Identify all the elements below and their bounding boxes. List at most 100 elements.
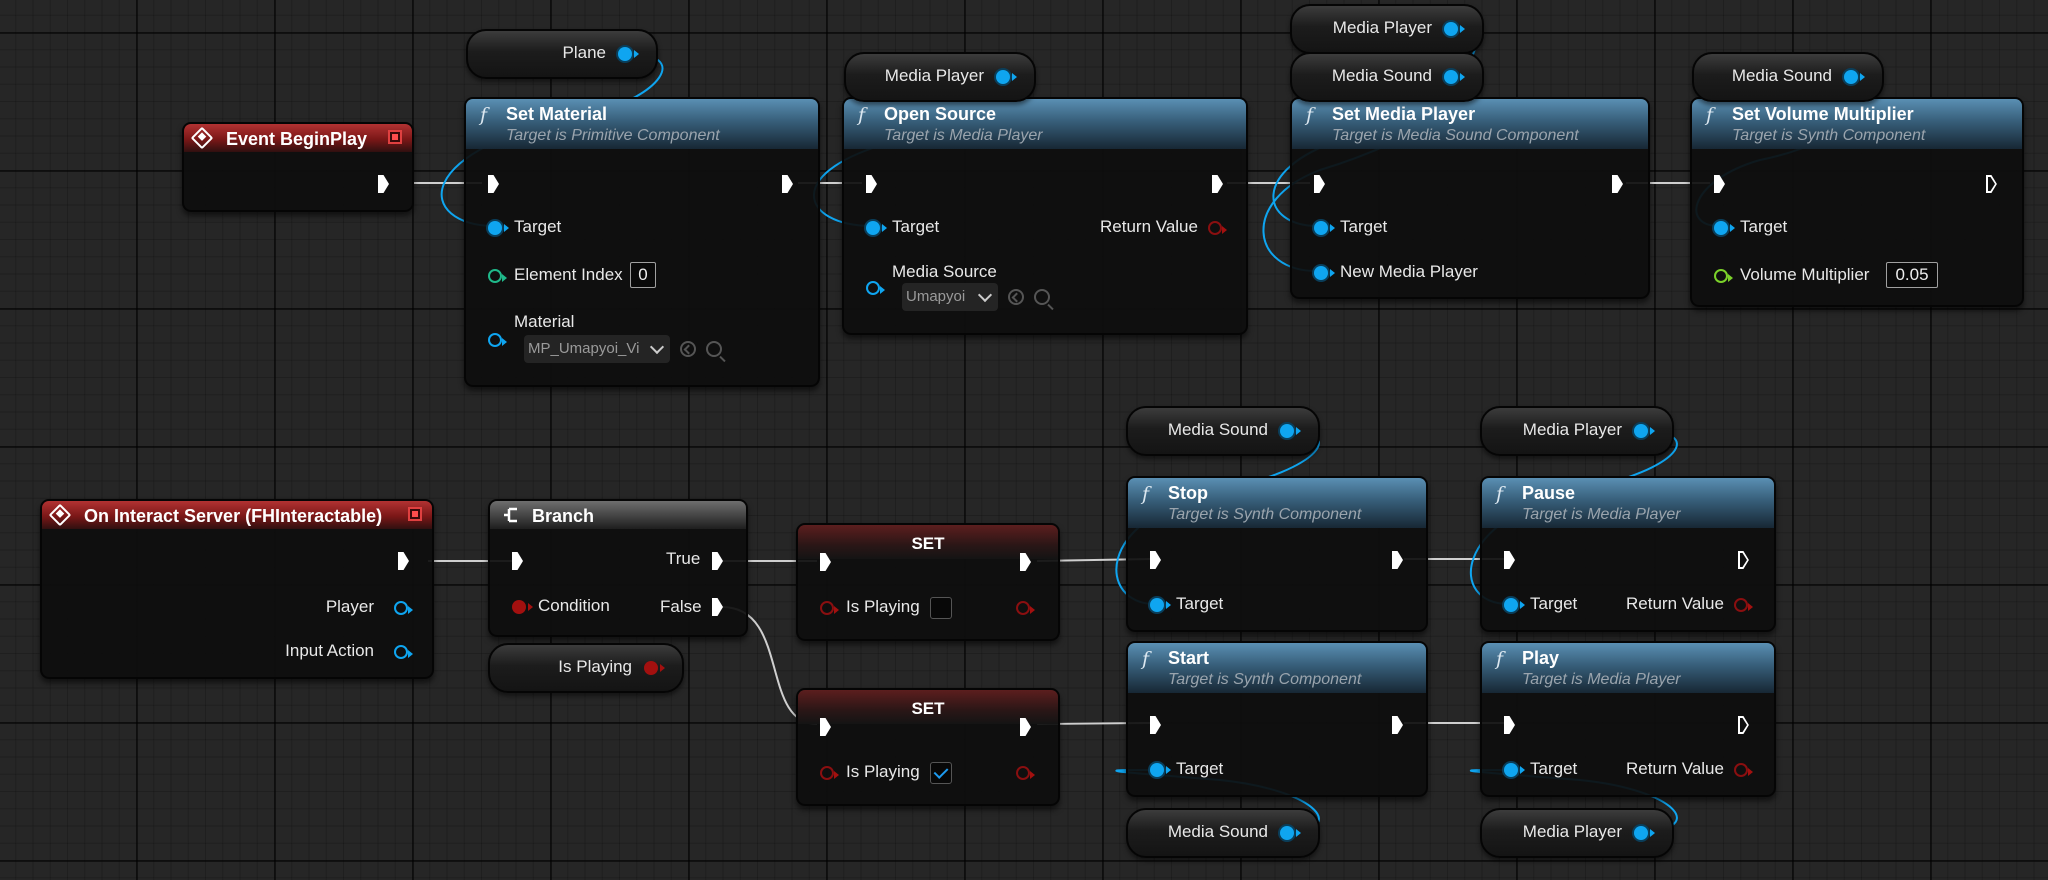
exec-out-pin[interactable] — [1738, 716, 1749, 734]
search-icon[interactable] — [706, 341, 722, 357]
exec-in-pin[interactable] — [1504, 716, 1515, 734]
volume-multiplier-pin[interactable] — [1714, 269, 1733, 283]
pause-node[interactable]: f Pause Target is Media Player Target Re… — [1480, 476, 1776, 632]
media-sound-getter-node-2[interactable]: Media Sound — [1692, 52, 1884, 102]
branch-node[interactable]: Branch True Condition False — [488, 499, 748, 637]
exec-in-pin[interactable] — [1504, 551, 1515, 569]
delegate-pin-icon[interactable] — [388, 130, 402, 144]
search-icon[interactable] — [1034, 289, 1050, 305]
target-pin[interactable] — [1150, 763, 1171, 777]
volume-multiplier-input[interactable]: 0.05 — [1886, 262, 1938, 288]
exec-in-pin[interactable] — [512, 552, 523, 570]
use-selected-icon[interactable] — [1008, 289, 1024, 305]
media-sound-pin[interactable] — [1280, 424, 1301, 438]
function-icon: f — [858, 104, 866, 126]
plane-getter-node[interactable]: Plane — [466, 29, 658, 79]
chevron-down-icon — [977, 287, 993, 303]
return-value-pin[interactable] — [1734, 598, 1753, 612]
exec-out-pin[interactable] — [1020, 553, 1031, 571]
is-playing-pin[interactable] — [644, 661, 665, 675]
function-icon: f — [1142, 483, 1150, 505]
start-node[interactable]: f Start Target is Synth Component Target — [1126, 641, 1428, 797]
media-source-pin[interactable] — [866, 281, 885, 295]
new-media-player-pin[interactable] — [1314, 266, 1335, 280]
material-dropdown[interactable]: MP_Umapyoi_Vi — [524, 335, 670, 363]
element-index-pin[interactable] — [488, 269, 507, 283]
is-playing-checkbox[interactable] — [930, 762, 952, 784]
target-pin[interactable] — [1314, 221, 1335, 235]
is-playing-out-pin[interactable] — [1016, 601, 1035, 615]
exec-out-pin[interactable] — [398, 552, 409, 570]
exec-out-pin[interactable] — [1212, 175, 1223, 193]
open-source-node[interactable]: f Open Source Target is Media Player Tar… — [842, 97, 1248, 335]
is-playing-in-pin[interactable] — [820, 601, 839, 615]
exec-out-pin[interactable] — [1020, 718, 1031, 736]
media-sound-pin[interactable] — [1280, 826, 1301, 840]
media-sound-pin[interactable] — [1844, 70, 1865, 84]
false-exec-pin[interactable] — [712, 598, 723, 616]
target-pin[interactable] — [1714, 221, 1735, 235]
is-playing-getter-node[interactable]: Is Playing — [488, 643, 684, 693]
is-playing-checkbox[interactable] — [930, 597, 952, 619]
node-title: Set Media Player — [1332, 104, 1476, 124]
media-player-pin[interactable] — [996, 70, 1017, 84]
is-playing-in-pin[interactable] — [820, 766, 839, 780]
exec-in-pin[interactable] — [1714, 175, 1725, 193]
exec-in-pin[interactable] — [866, 175, 877, 193]
exec-out-pin[interactable] — [1392, 716, 1403, 734]
true-exec-pin[interactable] — [712, 552, 723, 570]
exec-in-pin[interactable] — [820, 718, 831, 736]
exec-out-pin[interactable] — [1612, 175, 1623, 193]
play-node[interactable]: f Play Target is Media Player Target Ret… — [1480, 641, 1776, 797]
exec-out-pin[interactable] — [782, 175, 793, 193]
target-pin[interactable] — [1150, 598, 1171, 612]
event-beginplay-node[interactable]: Event BeginPlay — [182, 122, 414, 212]
exec-in-pin[interactable] — [820, 553, 831, 571]
is-playing-out-pin[interactable] — [1016, 766, 1035, 780]
use-selected-icon[interactable] — [680, 341, 696, 357]
media-source-dropdown[interactable]: Umapyoi — [902, 283, 998, 311]
media-sound-getter-node-4[interactable]: Media Sound — [1126, 808, 1320, 858]
exec-out-pin[interactable] — [1392, 551, 1403, 569]
element-index-input[interactable]: 0 — [630, 262, 656, 288]
plane-pin[interactable] — [618, 47, 639, 61]
media-player-pin[interactable] — [1634, 424, 1655, 438]
target-pin[interactable] — [1504, 598, 1525, 612]
set-volume-multiplier-node[interactable]: f Set Volume Multiplier Target is Synth … — [1690, 97, 2024, 307]
delegate-pin-icon[interactable] — [408, 507, 422, 521]
exec-in-pin[interactable] — [1150, 551, 1161, 569]
return-value-pin[interactable] — [1734, 763, 1753, 777]
media-player-getter-node-4[interactable]: Media Player — [1480, 808, 1674, 858]
set-is-playing-node-1[interactable]: SET Is Playing — [796, 523, 1060, 641]
media-player-pin[interactable] — [1634, 826, 1655, 840]
event-icon — [48, 503, 72, 527]
function-icon: f — [1706, 104, 1714, 126]
media-sound-getter-node-3[interactable]: Media Sound — [1126, 406, 1320, 456]
exec-in-pin[interactable] — [1314, 175, 1325, 193]
input-action-pin[interactable] — [394, 645, 413, 659]
stop-node[interactable]: f Stop Target is Synth Component Target — [1126, 476, 1428, 632]
media-player-pin[interactable] — [1444, 22, 1465, 36]
exec-out-pin[interactable] — [378, 175, 389, 193]
return-value-pin[interactable] — [1208, 221, 1227, 235]
media-sound-pin[interactable] — [1444, 70, 1465, 84]
exec-in-pin[interactable] — [488, 175, 499, 193]
media-sound-getter-node-1[interactable]: Media Sound — [1290, 52, 1484, 102]
media-player-getter-node-3[interactable]: Media Player — [1480, 406, 1674, 456]
target-pin[interactable] — [866, 221, 887, 235]
set-media-player-node[interactable]: f Set Media Player Target is Media Sound… — [1290, 97, 1650, 299]
node-title: Set Volume Multiplier — [1732, 104, 1914, 124]
material-pin[interactable] — [488, 333, 507, 347]
exec-out-pin[interactable] — [1738, 551, 1749, 569]
exec-out-pin[interactable] — [1986, 175, 1997, 193]
set-is-playing-node-2[interactable]: SET Is Playing — [796, 688, 1060, 806]
media-player-getter-node-1[interactable]: Media Player — [844, 52, 1036, 102]
media-player-getter-node-2[interactable]: Media Player — [1290, 4, 1484, 54]
on-interact-server-node[interactable]: On Interact Server (FHInteractable) Play… — [40, 499, 434, 679]
condition-pin[interactable] — [512, 600, 533, 614]
player-pin[interactable] — [394, 601, 413, 615]
set-material-node[interactable]: f Set Material Target is Primitive Compo… — [464, 97, 820, 387]
target-pin[interactable] — [1504, 763, 1525, 777]
target-pin[interactable] — [488, 221, 509, 235]
exec-in-pin[interactable] — [1150, 716, 1161, 734]
